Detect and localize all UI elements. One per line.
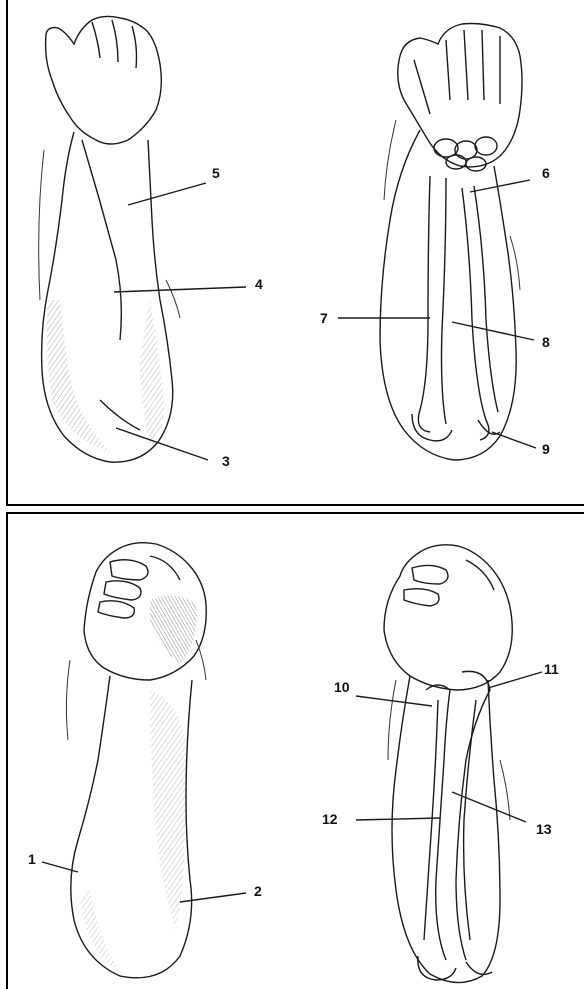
label-10: 10 [334, 680, 350, 694]
bottom-right-skeleton-drawing [356, 545, 542, 983]
bottom-left-arm-drawing [42, 543, 246, 978]
top-right-skeleton-drawing [338, 24, 536, 461]
label-12: 12 [322, 812, 338, 826]
label-9: 9 [542, 442, 550, 456]
top-left-arm-drawing [39, 16, 246, 462]
label-8: 8 [542, 335, 550, 349]
label-3: 3 [222, 454, 230, 468]
label-4: 4 [255, 277, 263, 291]
label-7: 7 [320, 311, 328, 325]
label-5: 5 [212, 166, 220, 180]
label-1: 1 [28, 852, 36, 866]
label-11: 11 [544, 662, 559, 676]
label-6: 6 [542, 166, 550, 180]
label-13: 13 [536, 822, 552, 836]
label-2: 2 [254, 884, 262, 898]
